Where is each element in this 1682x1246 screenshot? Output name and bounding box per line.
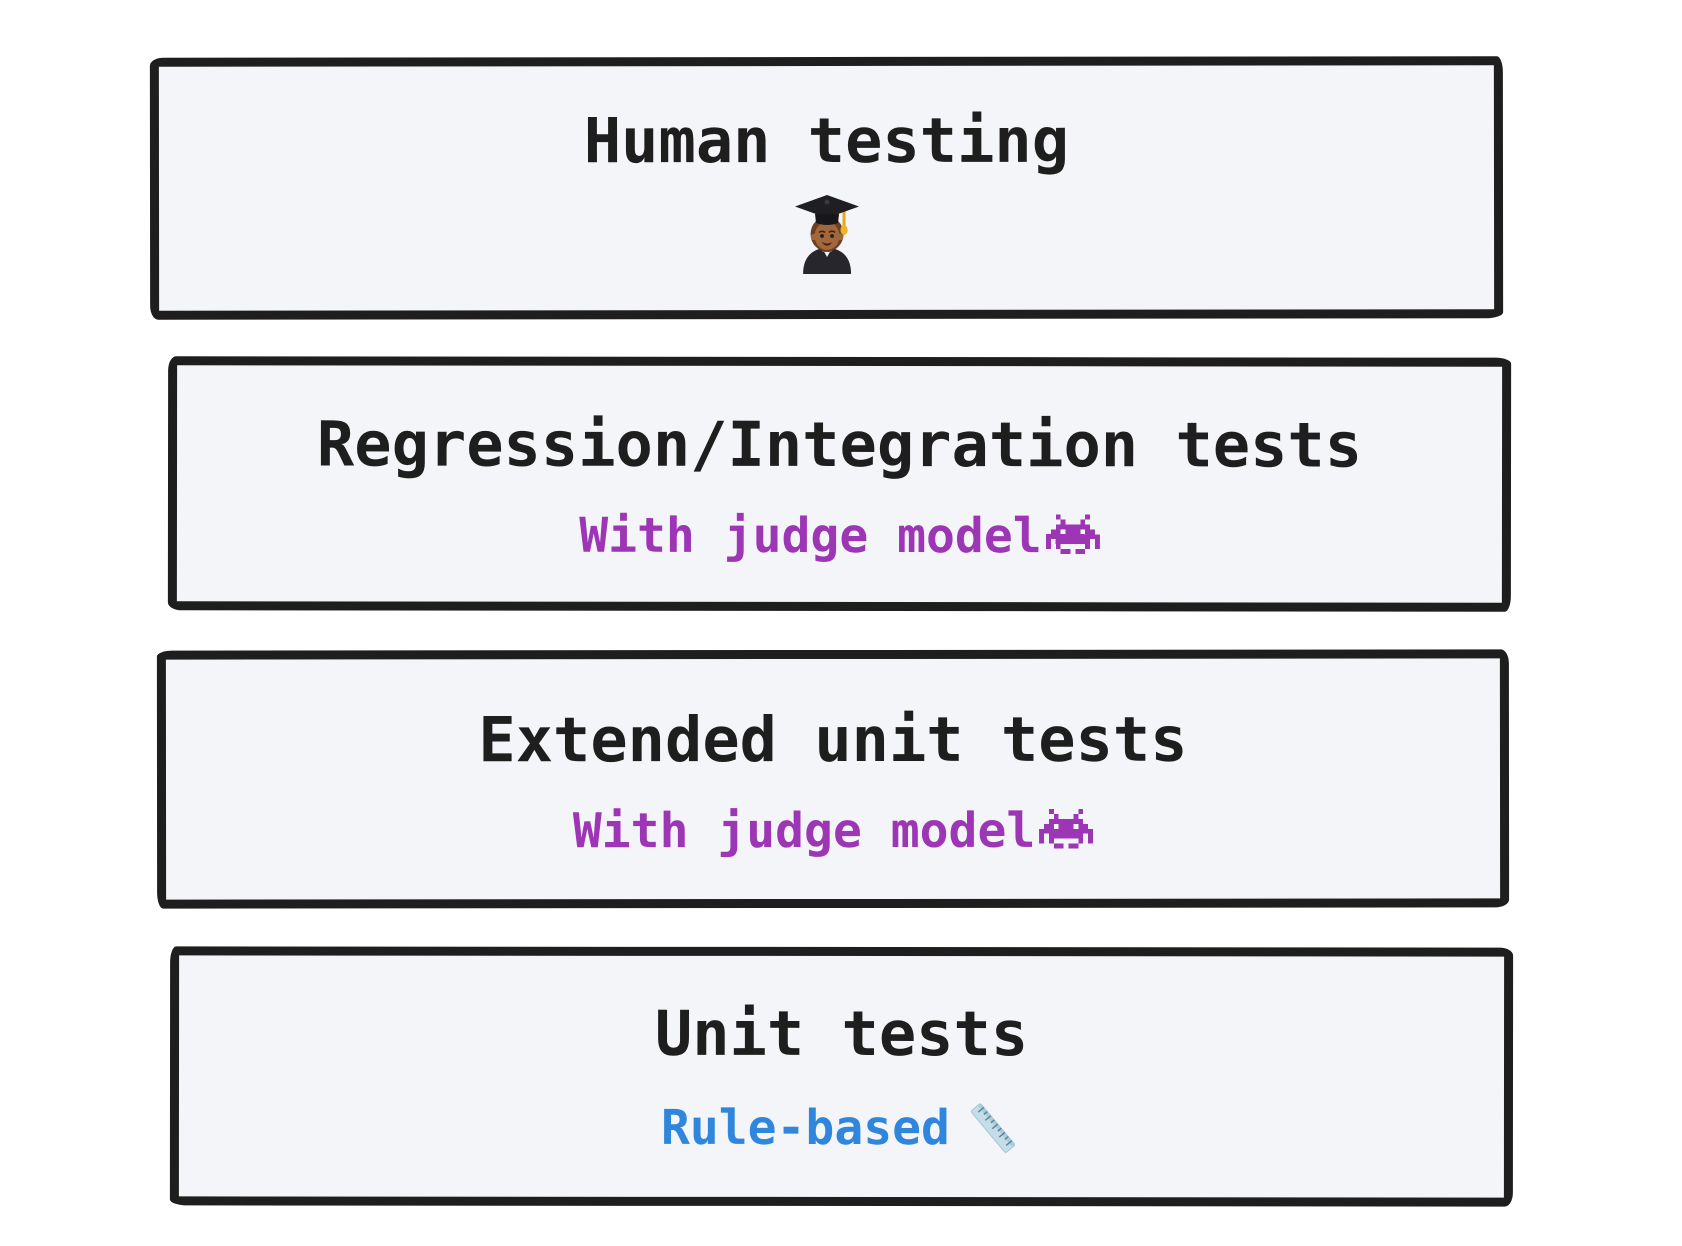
box-subtitle: With judge model: [572, 802, 1094, 859]
box-unit-tests: Unit tests Rule-based: [169, 946, 1514, 1207]
subtitle-text: Rule-based: [660, 1099, 950, 1157]
box-title: Human testing: [583, 103, 1070, 177]
box-human-testing: Human testing: [149, 56, 1504, 320]
box-title: Unit tests: [654, 996, 1029, 1071]
graduate-emoji: [794, 194, 859, 274]
box-icon-line: [791, 193, 863, 274]
box-subtitle: With judge model: [579, 507, 1100, 564]
ruler-emoji: [970, 1103, 1015, 1153]
box-title: Regression/Integration tests: [316, 406, 1363, 482]
space-invader-emoji: [1045, 514, 1100, 554]
box-extended-unit-tests: Extended unit tests With judge model: [156, 649, 1510, 909]
subtitle-text: With judge model: [579, 507, 1042, 564]
box-subtitle: Rule-based: [661, 1099, 1022, 1157]
box-regression-integration-tests: Regression/Integration tests With judge …: [167, 356, 1512, 612]
space-invader-emoji: [1039, 808, 1094, 848]
box-title: Extended unit tests: [478, 702, 1188, 776]
subtitle-text: With judge model: [572, 802, 1036, 859]
